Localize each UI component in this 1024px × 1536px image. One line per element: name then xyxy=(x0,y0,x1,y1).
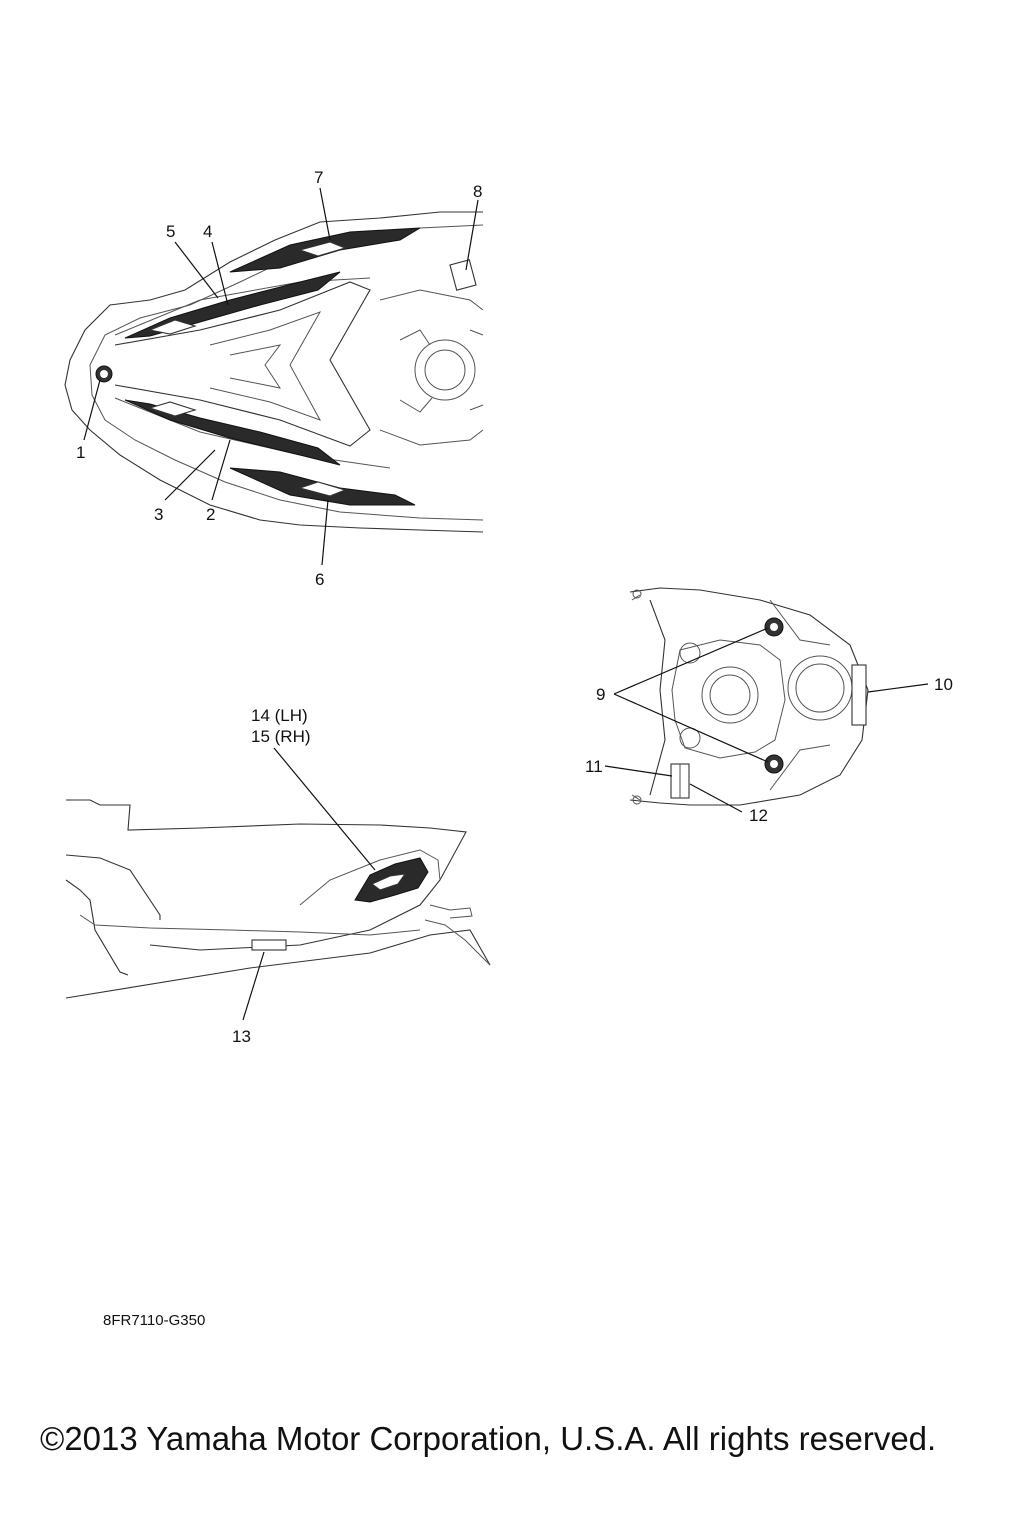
callout-10: 10 xyxy=(934,675,953,694)
callout-9: 9 xyxy=(596,685,605,704)
callout-1: 1 xyxy=(76,443,85,462)
side-view: 14 (LH) 15 (RH) 13 xyxy=(65,706,491,1046)
callout-7: 7 xyxy=(314,168,323,187)
callout-4: 4 xyxy=(203,222,212,241)
callout-2: 2 xyxy=(206,505,215,524)
bow-top-view: 7 8 5 4 1 3 2 6 xyxy=(64,168,484,589)
callout-15: 15 (RH) xyxy=(251,727,311,746)
drawing-code: 8FR7110-G350 xyxy=(103,1312,205,1329)
callout-5: 5 xyxy=(166,222,175,241)
callout-12: 12 xyxy=(749,806,768,825)
stern-top-view: 9 10 11 12 xyxy=(585,587,953,825)
callout-13: 13 xyxy=(232,1027,251,1046)
callout-11: 11 xyxy=(585,757,603,776)
copyright-notice: ©2013 Yamaha Motor Corporation, U.S.A. A… xyxy=(40,1420,936,1457)
callout-3: 3 xyxy=(154,505,163,524)
callout-14: 14 (LH) xyxy=(251,706,308,725)
callout-6: 6 xyxy=(315,570,324,589)
callout-8: 8 xyxy=(473,182,482,201)
